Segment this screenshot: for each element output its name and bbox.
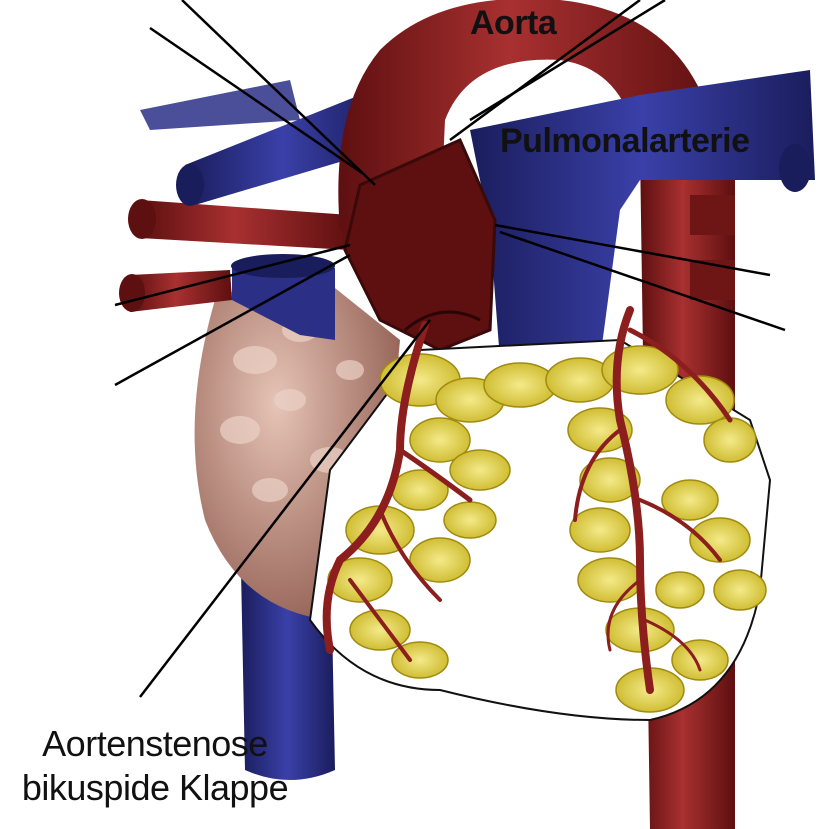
aortic-stenosis-label-line1: Aortenstenose xyxy=(42,723,268,764)
leader-line-8 xyxy=(499,230,786,332)
leader-line-6 xyxy=(114,253,351,387)
leader-line-4 xyxy=(469,0,666,122)
pulmonary-vein-upper xyxy=(140,200,350,250)
aortic-stenosis-label-line2: bikuspide Klappe xyxy=(21,767,289,808)
aortic-root-opening xyxy=(343,138,497,352)
myocardium-texture xyxy=(220,318,364,502)
leader-line-1 xyxy=(181,0,376,186)
aortic-stenosis-label: Aortenstenose bikuspide Klappe xyxy=(0,722,310,810)
leader-line-7 xyxy=(494,223,771,277)
superior-vena-cava xyxy=(232,265,335,340)
pulmonary-artery-label: Pulmonalarterie xyxy=(500,122,750,160)
epicardial-fat xyxy=(327,345,767,713)
leader-line-3 xyxy=(449,0,641,142)
aorta-label: Aorta xyxy=(470,4,557,42)
leader-line-stenosis xyxy=(139,319,431,698)
pulmonary-trunk xyxy=(470,70,815,360)
coronary-arteries xyxy=(322,306,733,694)
pulmonary-artery-left-branch xyxy=(185,95,380,205)
leader-lines xyxy=(114,0,786,698)
leader-line-5 xyxy=(114,243,351,307)
leader-line-2 xyxy=(149,26,366,177)
